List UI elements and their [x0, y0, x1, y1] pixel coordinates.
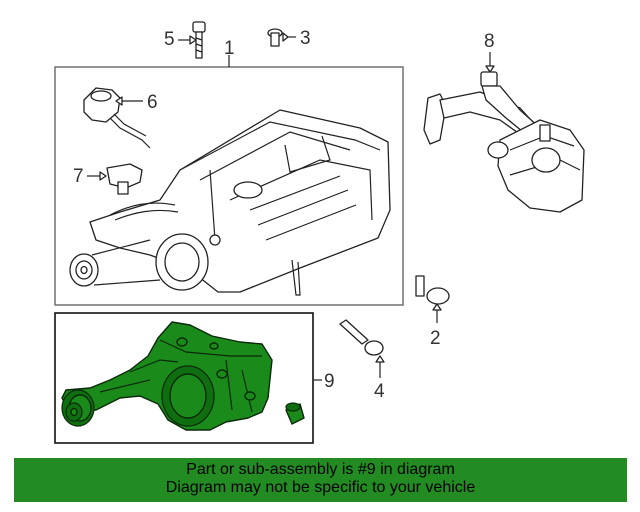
callout-1: 1	[224, 38, 235, 59]
bolt-3: 3	[267, 28, 311, 49]
svg-text:8: 8	[484, 31, 495, 52]
bolt-2: 2	[415, 275, 450, 349]
parts-diagram: 1 5 3 6 7	[54, 21, 585, 444]
sensor-6: 6	[83, 87, 158, 149]
housing-part-9	[61, 321, 305, 431]
svg-text:5: 5	[164, 29, 175, 50]
svg-text:2: 2	[430, 328, 441, 349]
banner-line-2: Diagram may not be specific to your vehi…	[165, 479, 476, 496]
svg-text:6: 6	[147, 92, 158, 113]
svg-text:3: 3	[300, 28, 311, 49]
sensor-7: 7	[73, 163, 143, 195]
info-banner: Part or sub-assembly is #9 in diagram Di…	[14, 458, 627, 502]
banner-line-1: Part or sub-assembly is #9 in diagram	[186, 461, 455, 478]
bolt-5: 5	[164, 21, 206, 59]
svg-text:4: 4	[374, 381, 385, 402]
bolt-4: 4	[339, 319, 385, 402]
supercharger-assembly	[69, 109, 391, 296]
svg-text:7: 7	[73, 166, 84, 187]
intake-assembly-8: 8	[423, 31, 585, 213]
callout-9: 9	[324, 371, 335, 392]
highlight-frame	[54, 312, 314, 444]
